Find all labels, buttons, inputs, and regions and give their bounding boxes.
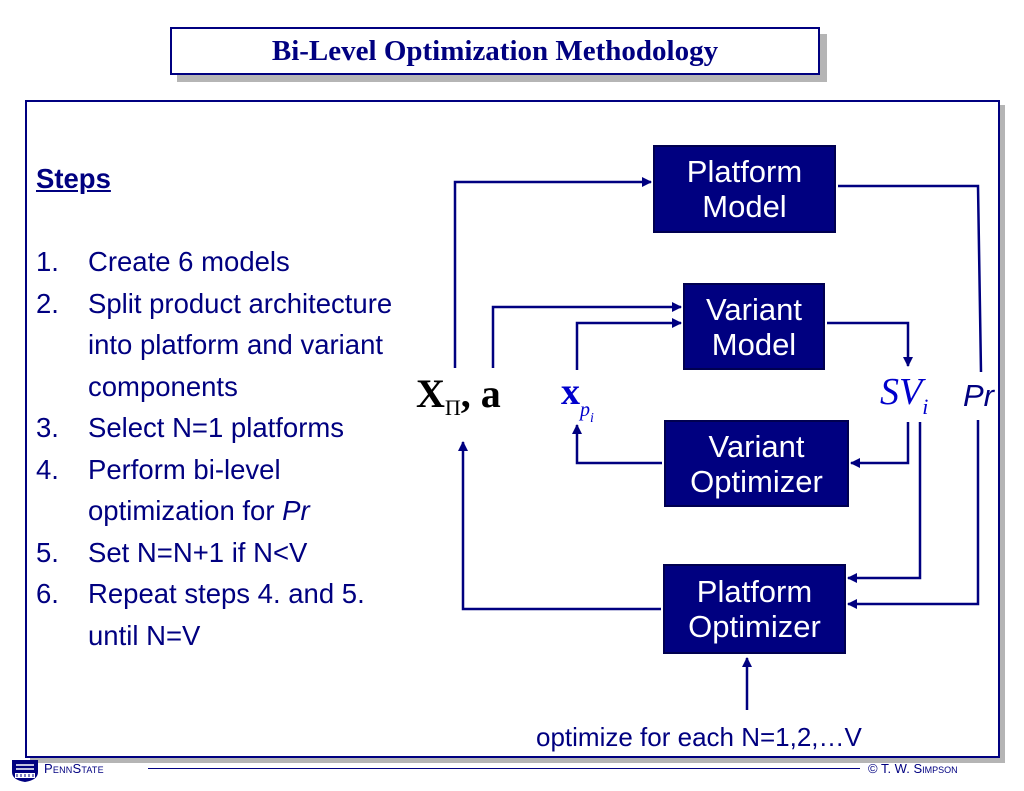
step-item: 2. Split product architecture into platf…: [36, 283, 416, 408]
block-line: Variant: [708, 428, 805, 464]
step-text-emphasis: Pr: [282, 495, 310, 526]
step-item: 1. Create 6 models: [36, 241, 416, 283]
var-platform-main: X: [416, 371, 445, 416]
var-platform-rest: , a: [460, 371, 501, 416]
step-text-plain: Perform bi-level optimization for: [88, 453, 283, 527]
block-line: Platform: [696, 574, 813, 609]
steps-heading: Steps: [36, 163, 111, 194]
step-text: Repeat steps 4. and 5. until N=V: [88, 578, 365, 651]
block-line: Model: [711, 326, 797, 362]
steps-list: Steps 1. Create 6 models 2. Split produc…: [36, 158, 416, 656]
pennstate-shield-icon: [12, 760, 38, 782]
step-text: Select N=1 platforms: [88, 412, 345, 443]
arrow-pr-to-platform-optimizer: [847, 420, 980, 609]
copyright-text: © T. W. Simpson: [868, 761, 958, 776]
line-platform-model-to-pr: [838, 184, 983, 373]
step-number: 6.: [36, 578, 59, 609]
step-number: 4.: [36, 453, 59, 485]
variant-variables-label: xpi: [561, 370, 594, 426]
arrow-xa-to-platform-model: [453, 177, 652, 368]
step-text: Split product architecture into platform…: [88, 287, 393, 402]
arrow-sv-to-platform-optimizer: [847, 422, 922, 583]
step-item: 6. Repeat steps 4. and 5. until N=V: [36, 573, 416, 656]
step-number: 3.: [36, 412, 59, 443]
var-sv-sub: i: [922, 394, 929, 419]
title-box: Bi-Level Optimization Methodology: [170, 27, 820, 75]
slide-title: Bi-Level Optimization Methodology: [271, 34, 719, 67]
step-text: Perform bi-level optimization for Pr: [88, 449, 416, 532]
diagram-caption: optimize for each N=1,2,…V: [536, 722, 862, 752]
pennstate-logo-text: PennState: [44, 761, 104, 776]
arrow-variant-optimizer-to-xp: [572, 424, 662, 465]
block-line: Optimizer: [688, 609, 821, 644]
step-number: 2.: [36, 287, 59, 319]
step-item: 4. Perform bi-level optimization for Pr: [36, 449, 416, 532]
step-number: 5.: [36, 536, 59, 568]
var-variant-sub: p: [580, 399, 590, 421]
step-text: Create 6 models: [88, 246, 290, 277]
step-text: Set N=N+1 if N<V: [88, 536, 308, 568]
step-item: 5. Set N=N+1 if N<V: [36, 532, 416, 574]
var-platform-sub: Π: [444, 395, 461, 420]
step-number: 1.: [36, 246, 59, 277]
arrow-xa-to-variant-model: [491, 302, 682, 368]
block-line: Optimizer: [690, 463, 823, 499]
block-line: Variant: [706, 291, 802, 327]
arrow-platform-optimizer-to-xa: [458, 441, 661, 611]
platform-variables-label: XΠ, a: [416, 370, 501, 420]
var-sv-main: SV: [880, 371, 923, 413]
sv-label: SVi: [880, 370, 928, 419]
footer-divider: [148, 768, 860, 769]
var-variant-main: x: [561, 371, 580, 413]
pr-label: Pr: [963, 378, 994, 413]
arrow-variant-model-to-sv: [827, 321, 913, 367]
block-line: Model: [702, 189, 787, 224]
var-variant-subsub: i: [590, 411, 594, 426]
step-item: 3. Select N=1 platforms: [36, 407, 416, 449]
arrow-xp-to-variant-model: [575, 318, 682, 370]
block-line: Platform: [686, 154, 803, 189]
arrow-sv-to-variant-optimizer: [850, 422, 910, 468]
